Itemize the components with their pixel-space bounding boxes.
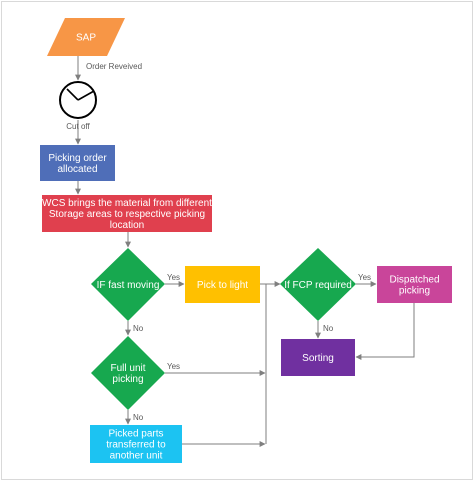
node-pick-to-light: Pick to light [185,266,260,303]
node-label-line: picking [399,286,430,297]
node-label-line: Storage areas to respective picking [49,209,205,220]
edge-label-no-full: No [133,413,144,422]
clock-icon [59,81,97,119]
edge-dispatched-to-sorting [355,303,415,360]
node-sap-label: SAP [76,33,96,44]
edge-label-cut-off: Cut off [66,122,90,131]
node-label-line: Sorting [302,353,334,364]
node-label-line: IF fast moving [97,280,160,291]
node-label-line: WCS brings the material from different [42,198,212,209]
node-fcp-required: If FCP required [280,248,356,321]
edge-label-no-fcp: No [323,324,334,333]
node-fast-moving-label: IF fast moving [97,280,160,291]
node-label-line: Full unit [110,363,145,374]
node-label-line: Picking order [48,153,107,164]
node-label-line: picking [112,374,143,385]
edge-label-no-fast: No [133,324,144,333]
node-label-line: If FCP required [284,280,352,291]
edge-label-order-received: Order Reveived [86,62,142,71]
node-fcp-required-label: If FCP required [284,280,352,291]
edge-label-yes-full: Yes [167,362,180,371]
node-sorting: Sorting [281,339,355,376]
node-sorting-label: Sorting [302,353,334,364]
node-label-line: allocated [57,164,97,175]
node-label-line: location [110,220,144,231]
node-label-line: SAP [76,33,96,44]
node-pick-to-light-label: Pick to light [197,280,248,291]
edge-label-yes-fast: Yes [167,273,180,282]
node-label-line: Dispatched [389,275,439,286]
node-label-line: Picked parts [108,429,163,440]
edges [75,56,415,447]
node-label-line: Pick to light [197,280,248,291]
edge-label-yes-fcp: Yes [358,273,371,282]
node-label-line: transferred to [106,440,166,451]
node-label-line: another unit [110,451,163,462]
diagram-frame [1,1,473,480]
node-fast-moving: IF fast moving [91,248,165,321]
node-sap: SAP [47,18,125,56]
edge-labels: Order Reveived Cut off Yes No Yes No Yes… [66,62,371,422]
